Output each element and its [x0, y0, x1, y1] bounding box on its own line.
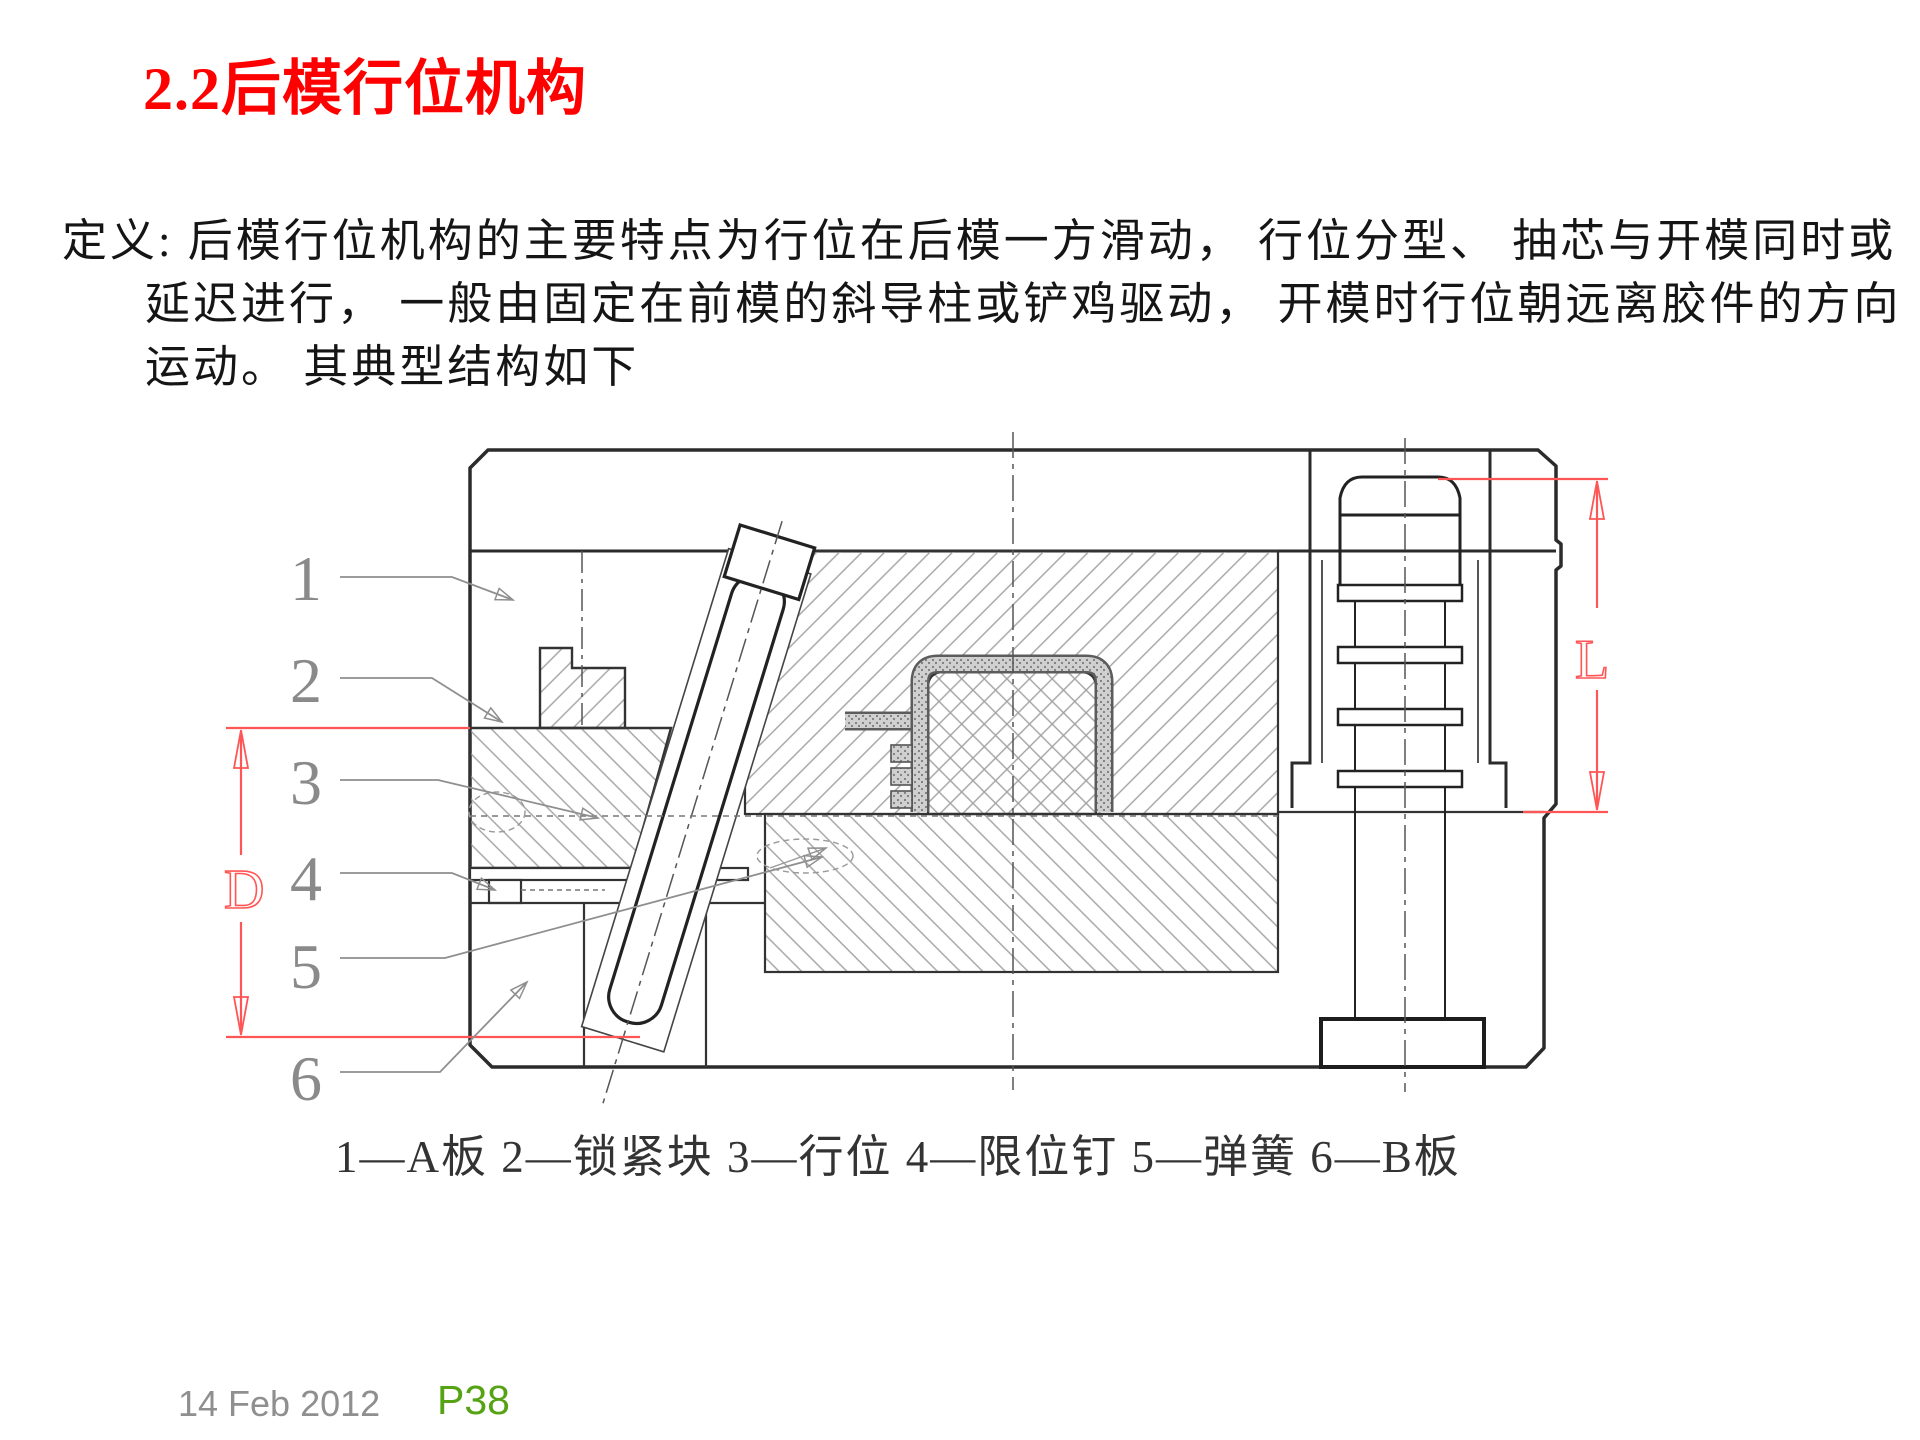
core-insert — [763, 670, 1280, 974]
dimension-right: L — [1438, 477, 1610, 814]
b-plate-lines — [470, 810, 1544, 1067]
pin-centerline — [601, 520, 783, 1105]
callout-2: 2 — [290, 645, 322, 716]
support-pillar — [1290, 450, 1508, 1069]
mold-diagram: D L 1 2 3 4 5 6 1—A板 2— — [223, 432, 1610, 1182]
callout-5: 5 — [290, 931, 322, 1002]
callout-3: 3 — [290, 747, 322, 818]
callout-4: 4 — [290, 843, 322, 914]
definition-line-2: 延迟进行， 一般由固定在前模的斜导柱或铲鸡驱动， 开模时行位朝远离胶件的方向 — [145, 279, 1902, 329]
spring-hidden-detail — [468, 791, 854, 874]
dimension-label-d: D — [224, 859, 264, 921]
molded-part — [845, 654, 1114, 812]
legend-caption: 1—A板 2—锁紧块 3—行位 4—限位钉 5—弹簧 6—B板 — [335, 1132, 1461, 1182]
slider-block — [468, 726, 750, 905]
definition-line-3: 运动。 其典型结构如下 — [145, 342, 640, 392]
callout-numbers: 1 2 3 4 5 6 — [290, 543, 322, 1114]
limit-pin — [487, 878, 523, 905]
page-title: 2.2后模行位机构 — [143, 56, 587, 122]
part-teeth — [890, 744, 913, 809]
center-lines — [470, 432, 1406, 1092]
angled-guide-pin — [580, 520, 817, 1105]
callout-leaders — [340, 576, 822, 1073]
footer-date: 14 Feb 2012 — [178, 1383, 381, 1424]
pillar-foot — [1319, 1017, 1486, 1069]
callout-6: 6 — [290, 1043, 322, 1114]
definition-line-1: 定义: 后模行位机构的主要特点为行位在后模一方滑动， 行位分型、 抽芯与开模同时… — [62, 216, 1897, 266]
dimension-left: D — [223, 726, 640, 1039]
page-number: P38 — [437, 1377, 510, 1423]
dimension-label-l: L — [1575, 629, 1609, 691]
callout-1: 1 — [290, 543, 322, 614]
